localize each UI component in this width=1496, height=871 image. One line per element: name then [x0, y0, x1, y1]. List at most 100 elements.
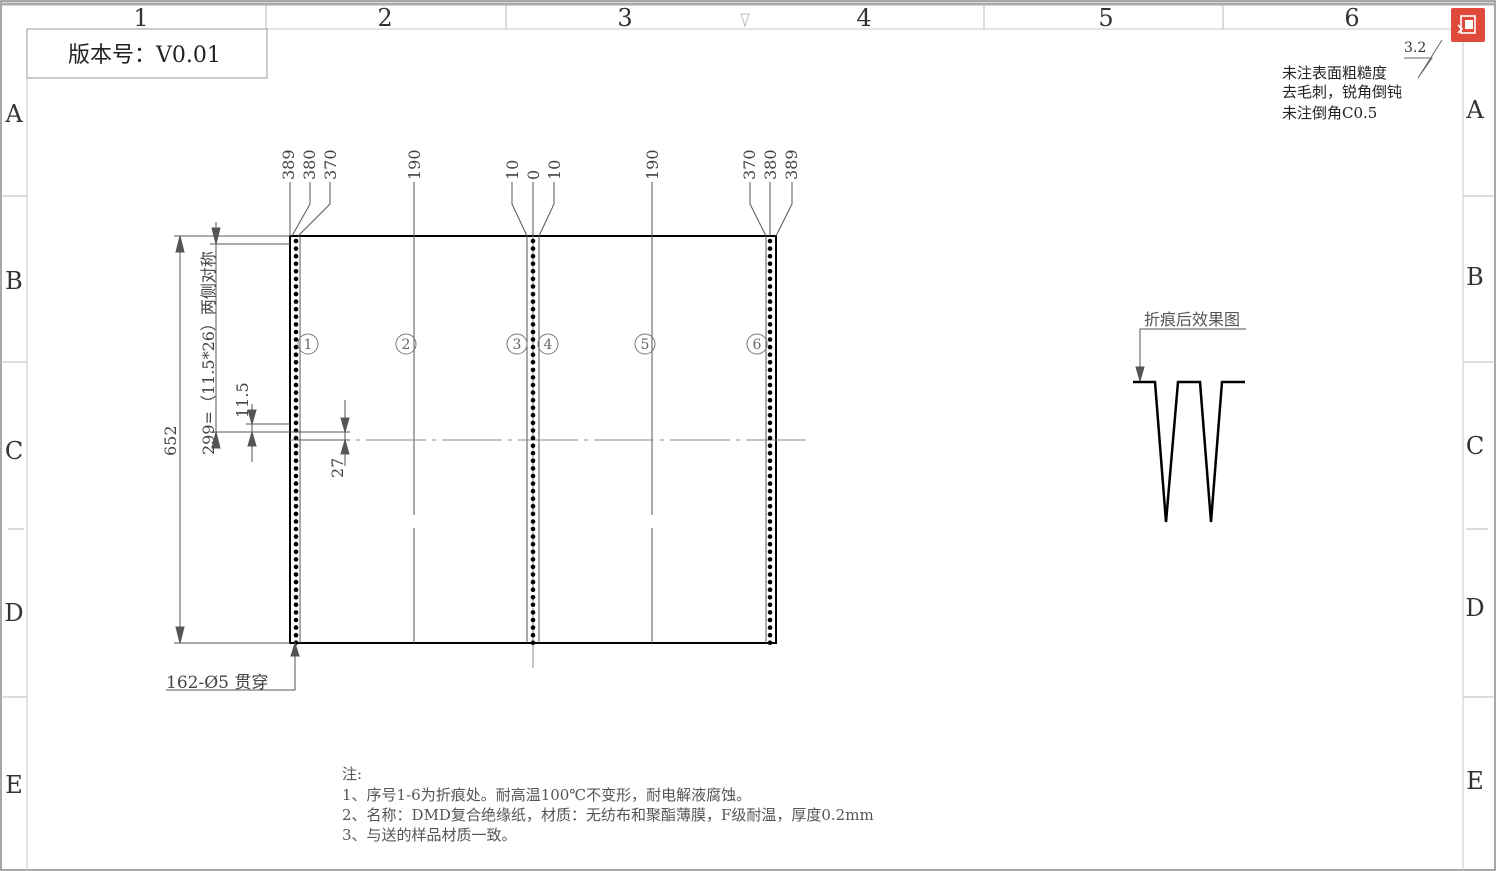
- roughness-symbol: [1404, 39, 1443, 79]
- hole: [530, 382, 536, 388]
- hole: [767, 322, 773, 327]
- hole: [767, 602, 773, 608]
- hole: [767, 572, 773, 577]
- hole: [767, 481, 773, 486]
- hole: [530, 253, 536, 259]
- hole: [530, 511, 536, 517]
- hole-callout: 162-Ø5 贯穿: [166, 673, 268, 693]
- hole: [530, 488, 536, 494]
- dim-height-652: 652: [161, 425, 180, 456]
- left-dimension-lines: [174, 222, 350, 644]
- export-pdf-button[interactable]: [1451, 8, 1485, 42]
- hole: [293, 557, 299, 562]
- column-label-6: 6: [1344, 4, 1359, 32]
- hole: [530, 405, 536, 411]
- hole: [767, 617, 773, 623]
- hole: [530, 519, 536, 524]
- dim-top-389-left: 389: [279, 149, 298, 180]
- row-label-e-right: E: [1466, 767, 1484, 795]
- hole: [767, 496, 773, 502]
- row-label-b-left: B: [5, 267, 23, 295]
- hole: [767, 360, 773, 365]
- hole: [767, 382, 773, 388]
- hole: [293, 253, 299, 259]
- document-export-icon: [1457, 15, 1476, 34]
- hole: [293, 375, 299, 380]
- hole: [530, 413, 536, 418]
- hole: [767, 405, 773, 411]
- hole: [293, 382, 299, 388]
- hole: [293, 534, 299, 539]
- dim-top-370-right: 370: [740, 149, 759, 180]
- hole: [293, 595, 299, 600]
- hole: [293, 541, 299, 547]
- hole: [293, 481, 299, 486]
- hole: [293, 610, 299, 615]
- hole: [293, 443, 299, 449]
- dim-top-370-left: 370: [321, 149, 340, 180]
- hole: [767, 238, 773, 244]
- hole: [530, 284, 536, 289]
- dim-top-380-right: 380: [761, 149, 780, 180]
- hole: [293, 238, 299, 244]
- hole: [530, 450, 536, 456]
- hole: [293, 617, 299, 623]
- row-label-d-right: D: [1465, 594, 1484, 622]
- hole: [293, 625, 299, 630]
- hole: [767, 625, 773, 630]
- row-label-e-left: E: [5, 771, 23, 799]
- hole: [767, 511, 773, 517]
- hole: [293, 587, 299, 592]
- hole: [293, 291, 299, 297]
- hole: [293, 488, 299, 494]
- hole: [767, 549, 773, 555]
- hole: [530, 397, 536, 403]
- fold-marker-6: 6: [753, 337, 762, 353]
- hole: [530, 466, 536, 471]
- hole: [293, 314, 299, 320]
- row-label-a-right: A: [1465, 96, 1484, 124]
- hole: [767, 269, 773, 274]
- hole: [767, 299, 773, 304]
- fold-marker-circle-6: [746, 333, 768, 355]
- fold-marker-circle-2: [395, 333, 417, 355]
- row-label-d-left: D: [4, 599, 23, 627]
- hole: [530, 564, 536, 570]
- hole: [767, 367, 773, 373]
- fold-marker-circle-3: [506, 333, 528, 355]
- hole: [293, 344, 299, 350]
- hole: [530, 549, 536, 555]
- top-dimension-leaders: [289, 182, 793, 237]
- hole: [293, 405, 299, 411]
- row-label-c-right: C: [1466, 432, 1484, 460]
- hole: [293, 466, 299, 471]
- hole: [767, 526, 773, 532]
- hole: [530, 367, 536, 373]
- hole: [767, 337, 773, 342]
- hole: [767, 466, 773, 471]
- hole: [767, 314, 773, 320]
- fold-marker-5: 5: [641, 337, 650, 353]
- hole: [293, 413, 299, 418]
- hole: [293, 299, 299, 304]
- hole: [530, 360, 536, 365]
- fold-marker-circle-5: [634, 333, 656, 355]
- hole: [530, 587, 536, 592]
- hole: [293, 632, 299, 638]
- note-line-1: 1、序号1-6为折痕处。耐高温100℃不变形，耐电解液腐蚀。: [342, 786, 751, 804]
- hole: [530, 269, 536, 274]
- dim-top-10-left: 10: [503, 160, 522, 180]
- center-mark-top: [740, 13, 750, 28]
- hole: [530, 458, 536, 464]
- hole: [767, 306, 773, 312]
- hole: [530, 435, 536, 441]
- hole: [530, 238, 536, 244]
- hole: [293, 450, 299, 456]
- column-label-1: 1: [133, 4, 148, 32]
- hole: [530, 337, 536, 342]
- row-label-b-right: B: [1466, 263, 1484, 291]
- drawing-area-border: [26, 28, 1464, 871]
- hole: [293, 329, 299, 335]
- hole: [293, 519, 299, 524]
